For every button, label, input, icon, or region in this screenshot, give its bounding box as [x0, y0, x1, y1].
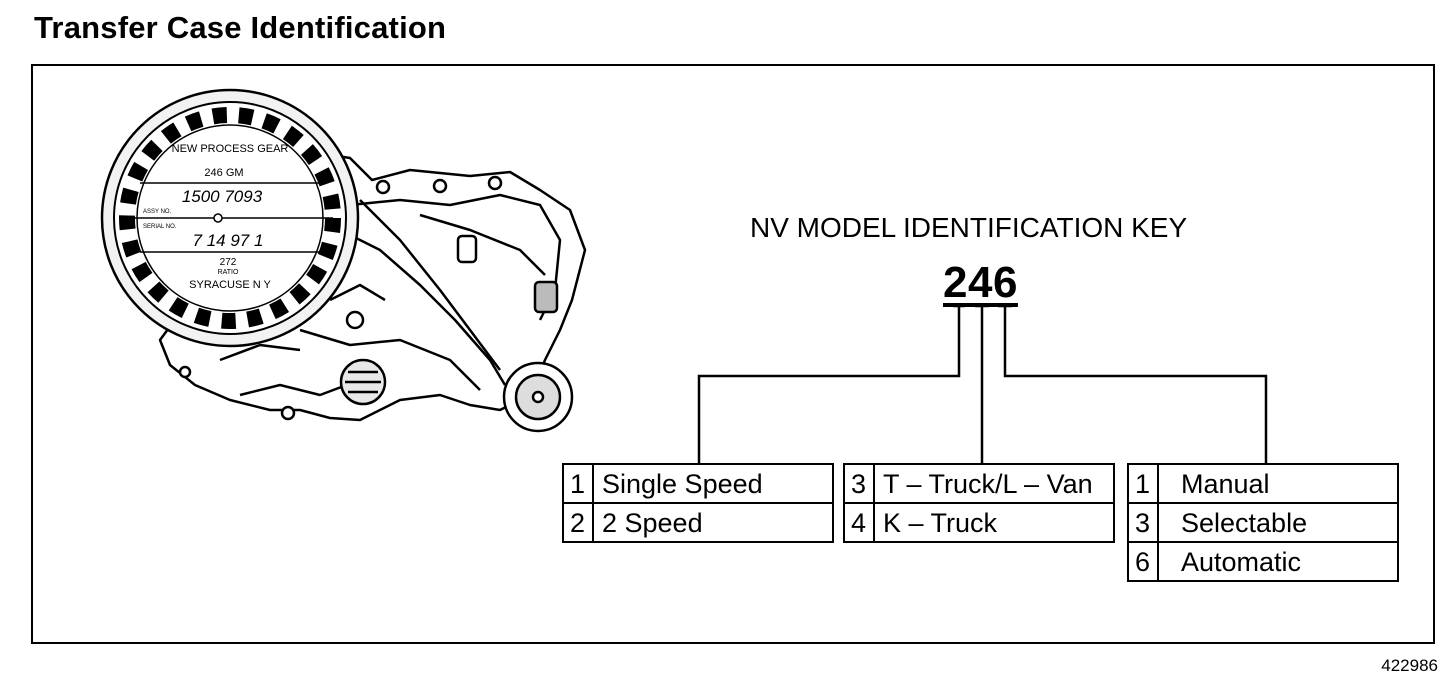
tag-serial-number: 7 14 97 1 [193, 231, 264, 250]
vehicle-table: 3 T – Truck/L – Van 4 K – Truck [843, 463, 1115, 543]
figure-number: 422986 [1381, 656, 1438, 675]
tag-ratio-label: RATIO [218, 269, 239, 276]
connector-shift [998, 304, 1268, 463]
table-row: 1 Single Speed [562, 463, 834, 504]
speed-code: 2 [562, 502, 594, 543]
shift-code: 1 [1127, 463, 1159, 504]
table-row: 4 K – Truck [843, 502, 1115, 543]
model-number: 246 [943, 258, 1018, 307]
tag-serial-label: SERIAL NO. [143, 224, 177, 230]
shift-label: Selectable [1157, 502, 1399, 543]
tag-top-text: NEW PROCESS GEAR [172, 143, 289, 155]
shift-label: Automatic [1157, 541, 1399, 582]
diagram-frame [31, 64, 1435, 644]
speed-table: 1 Single Speed 2 2 Speed [562, 463, 834, 543]
shift-table: 1 Manual 3 Selectable 6 Automatic [1127, 463, 1399, 582]
key-title: NV MODEL IDENTIFICATION KEY [750, 212, 1188, 243]
key-connector-lines [697, 304, 1268, 463]
speed-label: Single Speed [592, 463, 834, 504]
page-title: Transfer Case Identification [34, 10, 447, 45]
tag-part-number: 1500 7093 [182, 187, 263, 206]
id-tag: NEW PROCESS GEAR 246 GM 1500 7093 ASSY N… [100, 88, 360, 348]
vehicle-label: K – Truck [873, 502, 1115, 543]
connector-speed [697, 304, 965, 463]
speed-label: 2 Speed [592, 502, 834, 543]
table-row: 3 T – Truck/L – Van [843, 463, 1115, 504]
shift-code: 3 [1127, 502, 1159, 543]
tag-assy-label: ASSY NO. [143, 209, 172, 215]
tag-model-line: 246 GM [204, 167, 243, 179]
table-row: 3 Selectable [1127, 502, 1399, 543]
table-row: 1 Manual [1127, 463, 1399, 504]
connector-vehicle [975, 304, 989, 463]
speed-code: 1 [562, 463, 594, 504]
table-row: 6 Automatic [1127, 541, 1399, 582]
tag-ratio: 272 [220, 257, 237, 268]
vehicle-code: 3 [843, 463, 875, 504]
vehicle-code: 4 [843, 502, 875, 543]
shift-label: Manual [1157, 463, 1399, 504]
vehicle-label: T – Truck/L – Van [873, 463, 1115, 504]
tag-bottom-text: SYRACUSE N Y [189, 279, 271, 291]
table-row: 2 2 Speed [562, 502, 834, 543]
shift-code: 6 [1127, 541, 1159, 582]
